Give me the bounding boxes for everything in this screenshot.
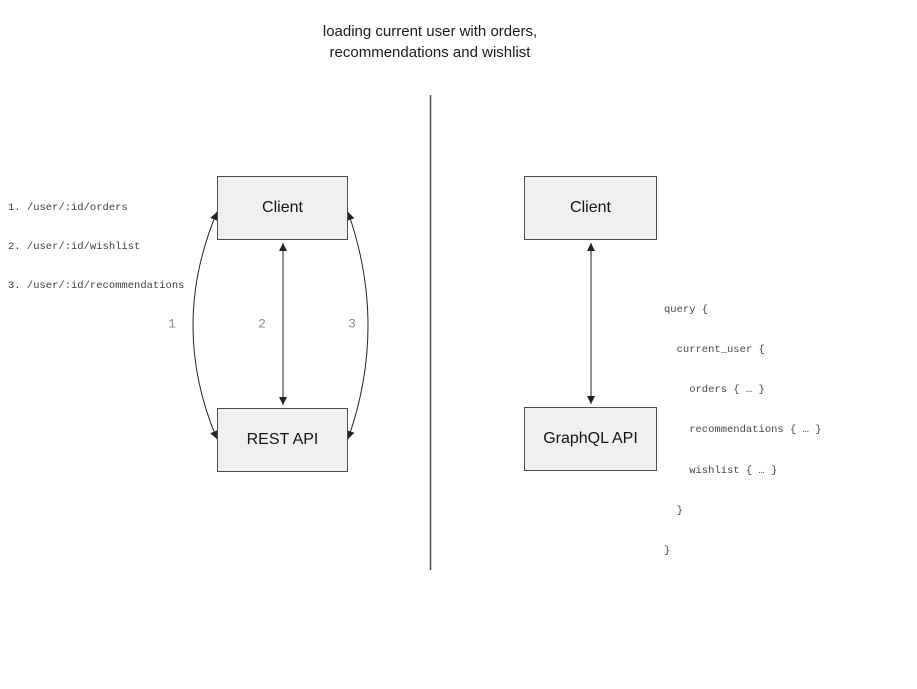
- graphql-api-node-label: GraphQL API: [543, 430, 638, 447]
- rest-endpoint-list: 1. /user/:id/orders 2. /user/:id/wishlis…: [8, 176, 184, 319]
- diagram-title-line-2: recommendations and wishlist: [329, 44, 531, 61]
- rest-endpoint-recommendations: 3. /user/:id/recommendations: [8, 280, 185, 292]
- rest-client-node: Client: [217, 176, 348, 240]
- rest-arrow-label-2: 2: [258, 316, 266, 332]
- graphql-query-line: query {: [664, 303, 709, 316]
- graphql-client-node-label: Client: [570, 199, 611, 216]
- graphql-query-line: orders { … }: [664, 384, 765, 397]
- graphql-query-line: }: [664, 545, 671, 558]
- graphql-api-node: GraphQL API: [524, 407, 657, 471]
- graphql-query-snippet: query { current_user { orders { … } reco…: [664, 277, 822, 585]
- graphql-query-line: wishlist { … }: [664, 464, 778, 477]
- rest-endpoint-wishlist: 2. /user/:id/wishlist: [8, 241, 141, 253]
- rest-endpoint-orders: 1. /user/:id/orders: [8, 202, 128, 214]
- rest-client-node-label: Client: [262, 199, 303, 216]
- diagram-title-line-1: loading current user with orders,: [322, 23, 538, 40]
- rest-arrow-label-3: 3: [348, 316, 356, 332]
- graphql-query-line: current_user {: [664, 344, 765, 357]
- graphql-query-line: recommendations { … }: [664, 424, 822, 437]
- rest-arrow-1-curve: [192, 211, 218, 440]
- graphql-query-line: }: [664, 504, 683, 517]
- rest-arrow-label-1: 1: [168, 316, 176, 332]
- graphql-client-node: Client: [524, 176, 657, 240]
- diagram-title: loading current user with orders, recomm…: [0, 21, 860, 63]
- rest-api-node: REST API: [217, 408, 348, 472]
- rest-api-node-label: REST API: [246, 431, 319, 448]
- rest-arrow-3-curve: [346, 211, 369, 440]
